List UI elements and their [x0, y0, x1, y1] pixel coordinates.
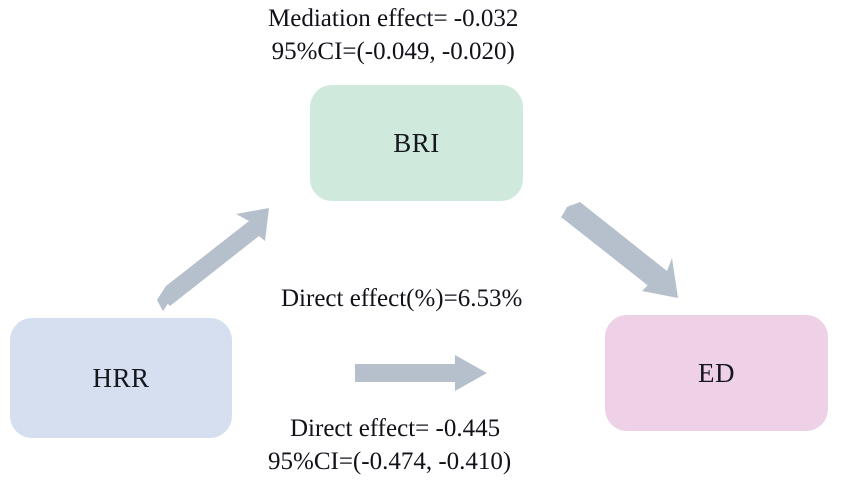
node-hrr-label: HRR: [92, 362, 150, 393]
arrow-hrr-to-bri: [157, 208, 269, 311]
mediation-effect-label: Mediation effect= -0.032 95%CI=(-0.049, …: [268, 2, 518, 68]
direct-effect-ci: 95%CI=(-0.474, -0.410): [268, 448, 512, 475]
arrow-hrr-to-ed: [355, 355, 487, 391]
node-ed[interactable]: ED: [605, 315, 828, 431]
mediation-effect-estimate: Mediation effect= -0.032: [268, 5, 519, 32]
mediation-effect-ci: 95%CI=(-0.049, -0.020): [271, 38, 515, 65]
node-bri-label: BRI: [393, 127, 440, 158]
node-hrr[interactable]: HRR: [10, 318, 232, 438]
direct-effect-label: Direct effect= -0.445 95%CI=(-0.474, -0.…: [268, 412, 511, 478]
node-ed-label: ED: [698, 357, 735, 388]
arrow-bri-to-ed: [560, 202, 678, 298]
direct-effect-percent-label: Direct effect(%)=6.53%: [281, 285, 523, 312]
node-bri[interactable]: BRI: [310, 85, 523, 201]
direct-effect-estimate: Direct effect= -0.445: [290, 415, 501, 442]
